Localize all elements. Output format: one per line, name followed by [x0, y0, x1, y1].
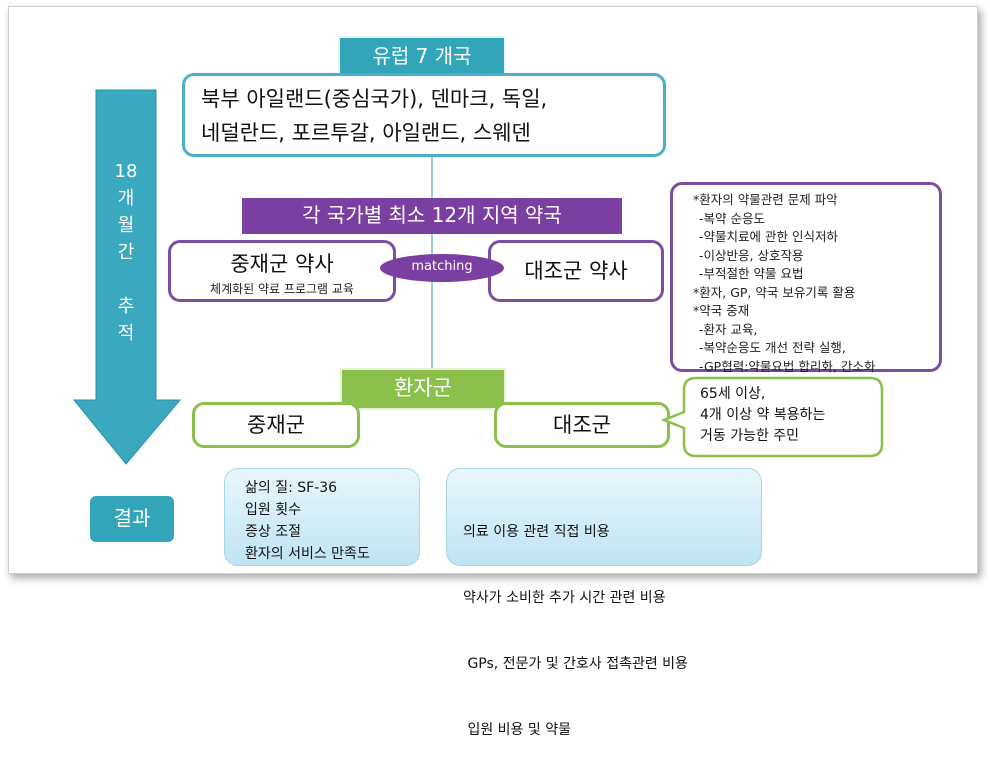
criteria-line: 65세 이상, [700, 386, 766, 402]
note-line: *환자의 약물관련 문제 파악 [693, 192, 838, 207]
criteria-line: 거동 가능한 주민 [700, 428, 800, 444]
intervention-pharmacist-box: 중재군 약사 체계화된 약료 프로그램 교육 [168, 240, 396, 302]
timeline-char: 개 [117, 188, 135, 209]
note-line: -환자 교육, [699, 321, 758, 337]
timeline-char: 간 [117, 242, 135, 263]
criteria-text: 65세 이상, 4개 이상 약 복용하는 거동 가능한 주민 [700, 384, 880, 447]
note-line: *약국 중재 [693, 303, 750, 318]
countries-title: 유럽 7 개국 [338, 36, 506, 76]
outcome-line: 환자의 서비스 만족도 [245, 546, 370, 562]
note-line: -이상반응, 상호작용 [699, 247, 804, 263]
pharmacy-banner: 각 국가별 최소 12개 지역 약국 [242, 198, 622, 234]
outcome-line: GPs, 전문가 및 간호사 접촉관련 비용 [463, 656, 688, 672]
intervention-group-box: 중재군 [192, 402, 360, 448]
matching-ellipse: matching [380, 254, 504, 282]
outcomes-left-box: 삶의 질: SF-36 입원 횟수 증상 조절 환자의 서비스 만족도 [224, 468, 420, 566]
note-line: -복약순응도 개선 전략 실행, [699, 340, 846, 355]
note-line: *환자, GP, 약국 보유기록 활용 [693, 284, 856, 300]
control-group-box: 대조군 [494, 402, 670, 448]
note-line: -부적절한 약물 요법 [699, 266, 804, 281]
intervention-pharmacist-title: 중재군 약사 [230, 252, 334, 276]
timeline-char: 추 [117, 296, 135, 317]
criteria-callout [660, 376, 884, 458]
outcome-line: 증상 조절 [245, 524, 301, 540]
timeline-arrow [72, 89, 182, 465]
outcome-line: 입원 비용 및 약물 [463, 722, 571, 738]
outcome-line: 삶의 질: SF-36 [245, 480, 338, 496]
intervention-pharmacist-subtitle: 체계화된 약료 프로그램 교육 [210, 282, 354, 296]
note-line: -약물치료에 관한 인식저하 [699, 229, 838, 244]
timeline-char: 월 [117, 215, 135, 236]
timeline-char: 18 [114, 161, 138, 182]
countries-box: 북부 아일랜드(중심국가), 덴마크, 독일, 네덜란드, 포르투갈, 아일랜드… [182, 73, 666, 157]
countries-line: 북부 아일랜드(중심국가), 덴마크, 독일, [201, 87, 548, 111]
timeline-char: 적 [117, 323, 135, 344]
patients-title: 환자군 [340, 368, 506, 410]
outcomes-right-box: 의료 이용 관련 직접 비용 약사가 소비한 추가 시간 관련 비용 GPs, … [446, 468, 762, 738]
outcome-line: 입원 횟수 [245, 502, 301, 518]
note-line: -복약 순응도 [699, 210, 765, 226]
timeline-label: 18 개 월 간 추 적 [96, 158, 156, 347]
note-line: -GP협력:약물요법 합리화, 간소화 [699, 358, 876, 374]
pharmacy-notes-box: *환자의 약물관련 문제 파악 -복약 순응도 -약물치료에 관한 인식저하 -… [670, 182, 942, 374]
control-pharmacist-box: 대조군 약사 [488, 240, 664, 302]
results-label: 결과 [90, 496, 174, 542]
criteria-line: 4개 이상 약 복용하는 [700, 407, 826, 423]
outcome-line: 약사가 소비한 추가 시간 관련 비용 [463, 590, 666, 606]
timeline-char [96, 266, 156, 293]
outcome-line: 의료 이용 관련 직접 비용 [463, 524, 610, 540]
countries-line: 네덜란드, 포르투갈, 아일랜드, 스웨덴 [201, 121, 531, 145]
